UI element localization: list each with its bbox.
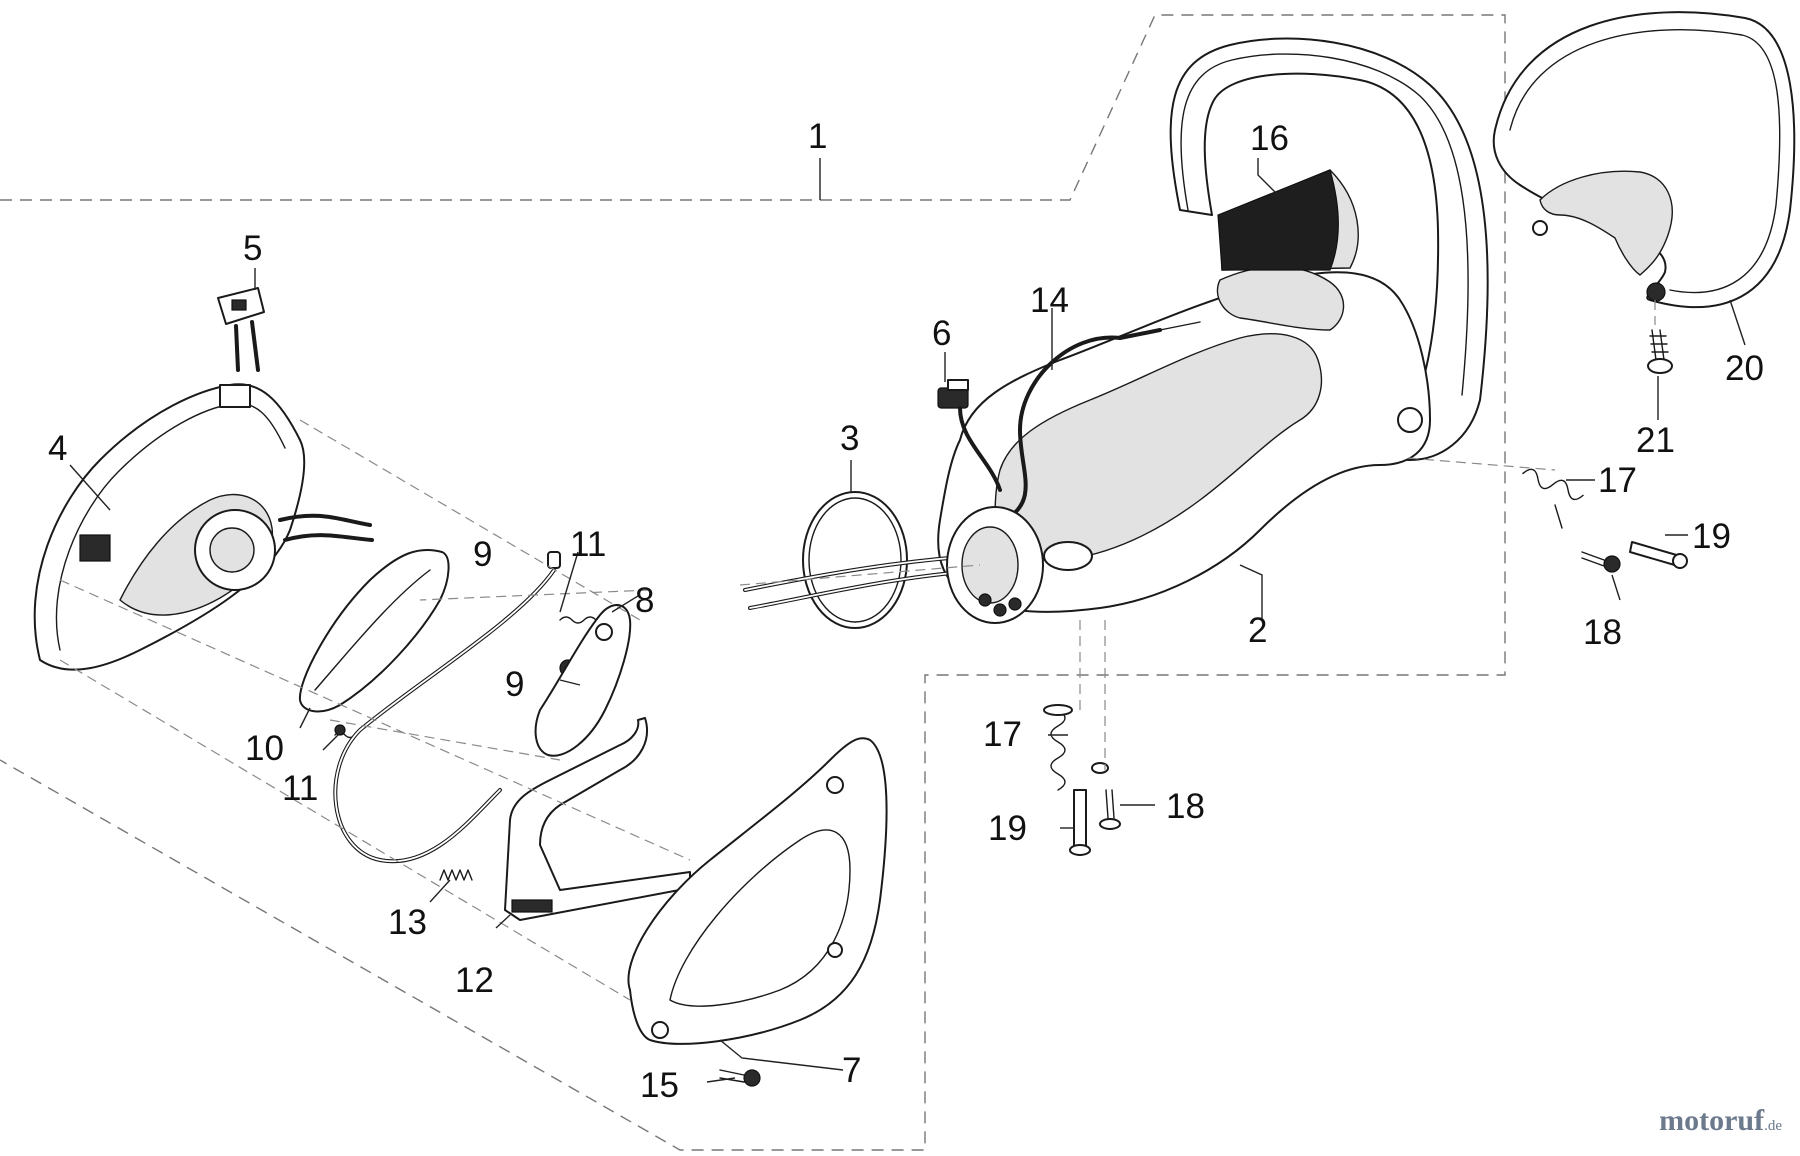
connector-part-6 [937,379,1002,492]
callout-15: 15 [640,1066,679,1105]
watermark-logo: motoruf.de [1659,1104,1782,1138]
screw-part-18-right [1581,551,1621,573]
callout-9-lower: 9 [505,665,524,704]
callout-20: 20 [1725,349,1764,388]
screw-part-15 [719,1069,761,1087]
callout-11-upper: 11 [570,525,606,564]
label-part-16 [1217,169,1339,271]
spring-part-17-lower [1043,704,1109,791]
callout-18-right: 18 [1583,613,1622,652]
grommet-ring-part-3 [802,491,908,629]
callout-leaders [69,158,1746,1083]
callout-14: 14 [1030,281,1069,320]
callout-6: 6 [932,314,951,353]
callout-1: 1 [808,117,827,156]
callout-7: 7 [842,1051,861,1090]
watermark-text: motoruf [1659,1104,1765,1137]
callout-3: 3 [840,419,859,458]
power-cable [743,506,1044,624]
watermark-suffix: .de [1764,1118,1782,1134]
pin-part-9-upper [547,551,561,569]
cover-plate-part-7 [627,737,888,1045]
switch-part-5 [217,287,265,372]
callout-21: 21 [1636,421,1675,460]
hand-guard-part-20 [1492,11,1796,308]
callout-10: 10 [245,729,284,768]
pin-part-19-lower [1069,789,1091,856]
callout-17-right: 17 [1598,461,1637,500]
callout-11-lower: 11 [282,769,318,808]
callout-16: 16 [1250,119,1289,158]
callout-5: 5 [243,229,262,268]
callout-17-lower: 17 [983,715,1022,754]
wire-part-14 [1003,321,1201,522]
callout-8: 8 [635,581,654,620]
callout-9-upper: 9 [473,535,492,574]
screw-part-21 [1647,329,1673,374]
assembly-guide-line [59,300,1656,1001]
callout-19-lower: 19 [988,809,1027,848]
callout-labels: 1 2 3 4 5 6 7 8 9 9 10 11 11 12 13 14 15… [48,117,1764,1105]
trigger-part-12 [504,717,691,921]
callout-2: 2 [1248,611,1267,650]
spring-part-17-right [1522,468,1584,529]
housing-shell-part-4 [33,383,374,671]
spring-part-11-upper [559,616,597,624]
callout-13: 13 [388,903,427,942]
spring-part-13 [439,869,473,881]
callout-12: 12 [455,961,494,1000]
callout-4: 4 [48,429,67,468]
lever-part-8 [534,604,632,757]
assembly-boundary [0,14,1506,1151]
trigger-cover-part-10 [298,548,450,713]
callout-19-right: 19 [1692,517,1731,556]
pin-part-19-right [1629,541,1688,569]
callout-18-lower: 18 [1166,787,1205,826]
screw-part-18-lower [1099,789,1121,830]
